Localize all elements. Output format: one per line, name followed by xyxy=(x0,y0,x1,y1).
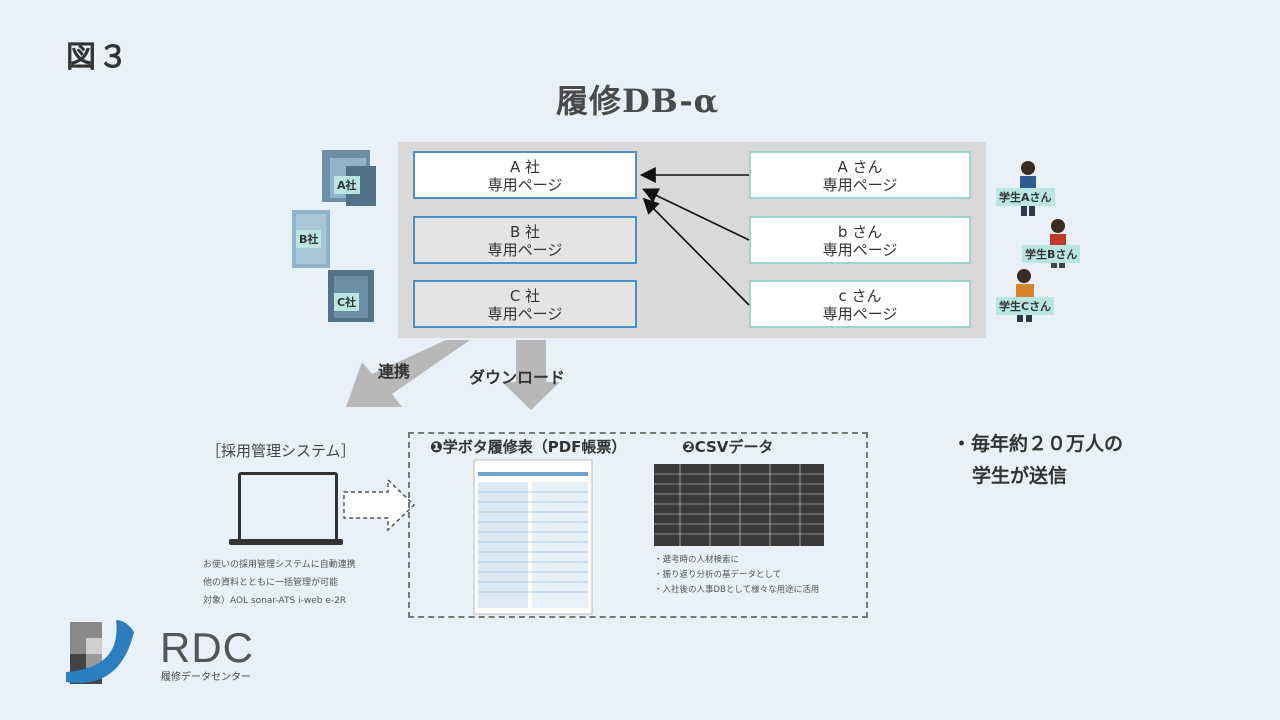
downloads-frame xyxy=(408,432,868,618)
student-b-page-label: 専用ページ xyxy=(822,241,898,259)
student-c-page-label: 専用ページ xyxy=(822,305,898,323)
building-c-tag: C社 xyxy=(334,293,360,311)
company-a-page-label: 専用ページ xyxy=(487,176,563,194)
integration-arrow-icon xyxy=(346,340,470,407)
download-arrow-icon xyxy=(502,340,560,410)
logo-brand: RDC xyxy=(160,624,254,671)
student-a-page-label: 専用ページ xyxy=(822,176,898,194)
csv-notes: ・選考時の人材検索に ・振り返り分析の基データとして ・入社後の人事DBとして様… xyxy=(654,553,819,598)
csv-note-3: ・入社後の人事DBとして様々な用途に活用 xyxy=(654,585,820,595)
ats-title: ［採用管理システム］ xyxy=(206,442,356,460)
ats-note-2: 他の資料とともに一括管理が可能 xyxy=(203,578,339,588)
sync-arrow-icon xyxy=(343,478,416,532)
bullet-line-1: ・毎年約２０万人の xyxy=(952,433,1124,455)
ats-note-3: 対象）AOL sonar-ATS i-web e-2R xyxy=(203,596,347,606)
figure-label: 図３ xyxy=(66,40,130,75)
csv-label: ❷CSVデータ xyxy=(682,438,774,456)
product-title: 履修DB-α xyxy=(556,82,720,120)
company-b-name: B 社 xyxy=(509,223,541,241)
integration-label: 連携 xyxy=(378,362,411,381)
student-c-tag: 学生Cさん xyxy=(996,297,1055,315)
student-a-page-box: A さん 専用ページ xyxy=(749,151,971,199)
company-a-name: A 社 xyxy=(509,158,541,176)
download-label: ダウンロード xyxy=(469,368,566,387)
bullet-line-2: 学生が送信 xyxy=(972,465,1068,487)
student-b-page-box: b さん 専用ページ xyxy=(749,216,971,264)
arrow-student-c xyxy=(642,197,750,306)
student-a-tag: 学生Aさん xyxy=(996,188,1055,206)
laptop-icon xyxy=(238,472,338,542)
company-c-name: C 社 xyxy=(509,287,541,305)
company-a-page-box: A 社 専用ページ xyxy=(413,151,637,199)
pdf-label: ❶学ボタ履修表（PDF帳票） xyxy=(430,438,627,456)
csv-note-1: ・選考時の人材検索に xyxy=(654,555,740,565)
student-c-name: c さん xyxy=(838,287,882,305)
student-b-tag: 学生Bさん xyxy=(1022,245,1081,263)
ats-notes: お使いの採用管理システムに自動連携 他の資料とともに一括管理が可能 対象）AOL… xyxy=(203,556,356,610)
csv-note-2: ・振り返り分析の基データとして xyxy=(654,570,782,580)
student-a-name: A さん xyxy=(837,158,883,176)
student-b-name: b さん xyxy=(837,223,883,241)
csv-spreadsheet-thumbnail xyxy=(654,464,824,546)
logo-subtitle: 履修データセンター xyxy=(161,672,251,683)
building-b-tag: B社 xyxy=(296,230,322,248)
company-c-page-box: C 社 専用ページ xyxy=(413,280,637,328)
ats-note-1: お使いの採用管理システムに自動連携 xyxy=(203,560,356,570)
building-a-tag: A社 xyxy=(334,176,360,194)
company-b-page-label: 専用ページ xyxy=(487,241,563,259)
rdc-logo-icon xyxy=(66,620,134,684)
company-c-page-label: 専用ページ xyxy=(487,305,563,323)
bullet-note: ・毎年約２０万人の 学生が送信 xyxy=(952,428,1123,492)
laptop-base xyxy=(229,539,343,545)
company-b-page-box: B 社 専用ページ xyxy=(413,216,637,264)
student-c-page-box: c さん 専用ページ xyxy=(749,280,971,328)
pdf-document-thumbnail xyxy=(473,459,593,615)
arrow-student-b xyxy=(642,188,750,241)
